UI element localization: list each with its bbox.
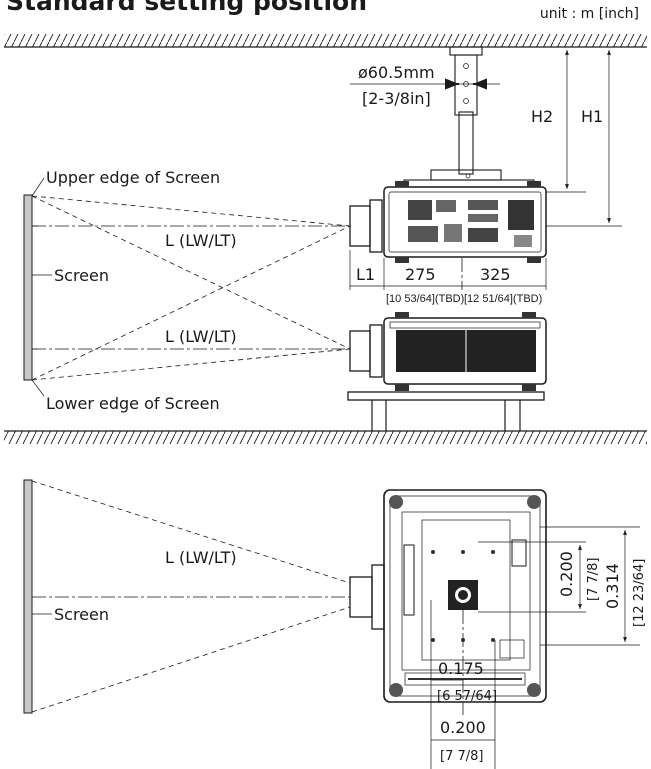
dim-b-inch-label: [12 23/64] — [632, 559, 647, 627]
pipe-dimension: ø60.5mm [2-3/8in] — [350, 63, 500, 108]
throw-label-top: L (LW/LT) — [165, 231, 237, 250]
dim-c-label: 0.175 — [438, 659, 484, 678]
dim-rear-inch-label: [12 51/64](TBD) — [464, 293, 542, 305]
height-dimensions: H2 H1 — [531, 50, 622, 227]
dim-d-inch-label: [7 7/8] — [440, 749, 483, 764]
length-dimensions: L1 275 325 [10 53/64](TBD) [12 51/64](TB… — [349, 250, 547, 305]
dim-b-label: 0.314 — [603, 563, 622, 609]
throw-label-top-view: L (LW/LT) — [165, 548, 237, 567]
top-view-vertical-dims: 0.200 [7 7/8] 0.314 [12 23/64] — [478, 526, 647, 646]
ceiling — [4, 34, 647, 48]
projection-lines-top — [31, 480, 351, 713]
l1-label: L1 — [356, 265, 375, 284]
dim-a-label: 0.200 — [557, 551, 576, 597]
projector-top-view — [349, 489, 547, 703]
page-title: Standard setting position — [6, 0, 368, 16]
projector-side-ceiling — [349, 181, 547, 263]
top-view-horizontal-dims: 0.175 [6 57/64] 0.200 [7 7/8] — [430, 600, 497, 769]
screen-label-top: Screen — [54, 605, 109, 624]
projection-lines-side — [31, 195, 351, 381]
dim-rear-label: 325 — [480, 265, 511, 284]
pipe-diameter-inch-label: [2-3/8in] — [362, 89, 431, 108]
projector-side-floor — [349, 312, 547, 391]
dim-a-inch-label: [7 7/8] — [586, 558, 601, 601]
h2-label: H2 — [531, 107, 553, 126]
dim-front-label: 275 — [405, 265, 436, 284]
h1-label: H1 — [581, 107, 603, 126]
unit-label: unit : m [inch] — [539, 6, 639, 22]
lower-edge-label: Lower edge of Screen — [46, 394, 220, 413]
dim-d-label: 0.200 — [440, 718, 486, 737]
dim-c-inch-label: [6 57/64] — [437, 689, 497, 704]
screen-label-side: Screen — [54, 266, 109, 285]
floor — [4, 430, 647, 444]
table — [347, 391, 545, 431]
upper-edge-label: Upper edge of Screen — [46, 168, 220, 187]
pipe-diameter-label: ø60.5mm — [358, 63, 435, 82]
screen-side — [23, 194, 38, 381]
throw-label-bottom: L (LW/LT) — [165, 327, 237, 346]
dim-front-inch-label: [10 53/64](TBD) — [386, 293, 464, 305]
screen-top — [23, 479, 33, 714]
